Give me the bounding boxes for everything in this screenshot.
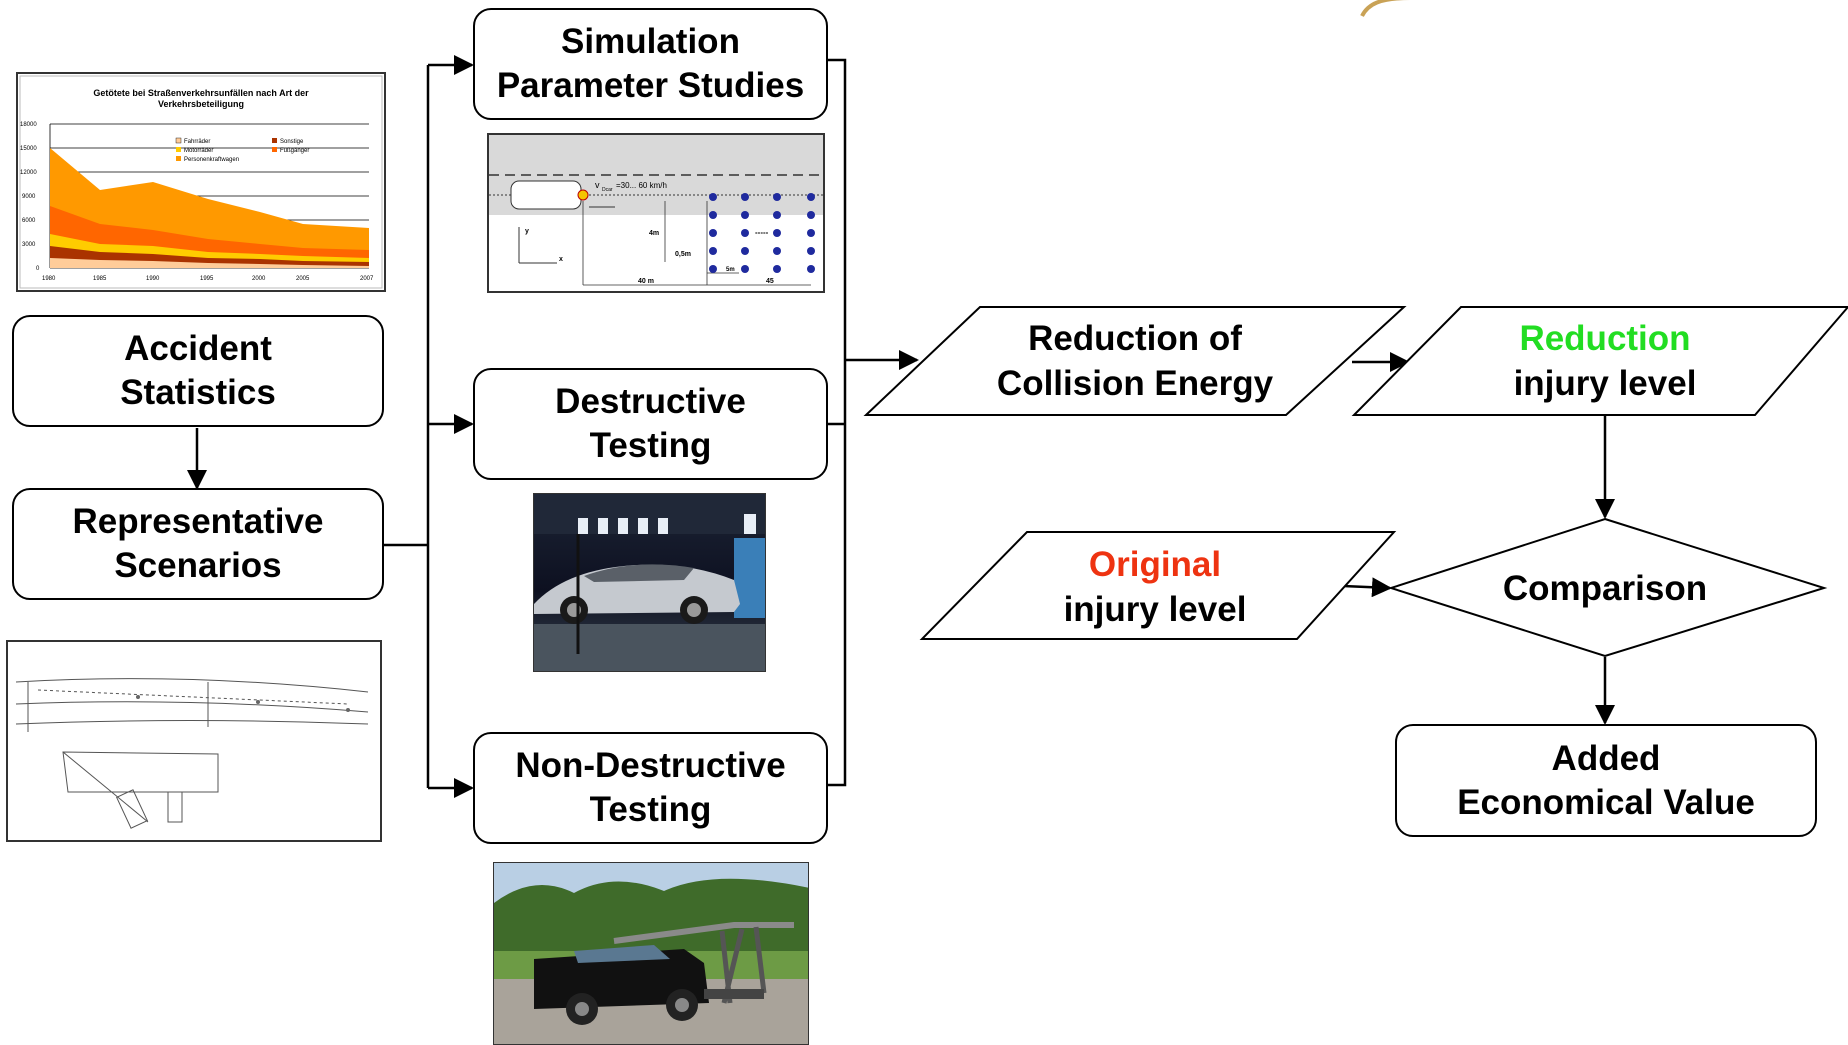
sim-speed: =30... 60 km/h bbox=[616, 181, 667, 190]
arrow-original-to-comparison bbox=[1342, 577, 1392, 598]
svg-text:5m: 5m bbox=[726, 267, 735, 273]
reduction-word: Reduction bbox=[1519, 319, 1691, 358]
svg-text:x: x bbox=[559, 256, 563, 263]
svg-text:y: y bbox=[525, 228, 529, 235]
svg-text:Fußgänger: Fußgänger bbox=[280, 148, 309, 154]
svg-text:1990: 1990 bbox=[146, 276, 160, 282]
svg-text:Personenkraftwagen: Personenkraftwagen bbox=[184, 157, 239, 163]
svg-text:6000: 6000 bbox=[22, 218, 36, 224]
svg-text:45: 45 bbox=[766, 278, 774, 285]
svg-text:-----: ----- bbox=[755, 228, 769, 237]
svg-text:Sonstige: Sonstige bbox=[280, 139, 304, 145]
scenario-sketch-thumbnail bbox=[6, 640, 382, 842]
svg-text:2007: 2007 bbox=[360, 276, 374, 282]
svg-text:40 m: 40 m bbox=[638, 278, 654, 285]
parallelogram-collision bbox=[863, 306, 1407, 416]
accident-chart-thumbnail: Getötete bei Straßenverkehrsunfällen nac… bbox=[16, 72, 386, 292]
reduction-label: Reduction injury level bbox=[1450, 316, 1760, 406]
svg-text:18000: 18000 bbox=[20, 122, 37, 128]
parallelogram-reduction bbox=[1351, 306, 1848, 416]
chart-title-2: Verkehrsbeteiligung bbox=[158, 99, 244, 109]
comparison-label: Comparison bbox=[1502, 569, 1708, 608]
parallelogram-original bbox=[919, 531, 1397, 640]
crash-test-photo bbox=[533, 493, 766, 672]
line-from-simulation bbox=[828, 58, 847, 787]
svg-text:3000: 3000 bbox=[22, 242, 36, 248]
svg-text:9000: 9000 bbox=[22, 194, 36, 200]
vehicle-test-photo bbox=[493, 862, 809, 1045]
svg-text:4m: 4m bbox=[649, 230, 659, 237]
svg-text:0: 0 bbox=[36, 266, 40, 272]
svg-text:1985: 1985 bbox=[93, 276, 107, 282]
svg-text:Fahrräder: Fahrräder bbox=[184, 139, 210, 145]
sim-v-sub: Dcar bbox=[602, 187, 613, 193]
svg-text:2000: 2000 bbox=[252, 276, 266, 282]
svg-text:12000: 12000 bbox=[20, 170, 37, 176]
logo-swoosh-icon bbox=[1360, 0, 1411, 18]
svg-text:2005: 2005 bbox=[296, 276, 310, 282]
sim-v-label: v bbox=[595, 180, 600, 190]
svg-text:15000: 15000 bbox=[20, 146, 37, 152]
diamond-comparison bbox=[1387, 517, 1828, 658]
original-label: Original injury level bbox=[1000, 542, 1310, 632]
svg-text:Motorräder: Motorräder bbox=[184, 148, 213, 154]
svg-text:0,5m: 0,5m bbox=[675, 251, 691, 258]
chart-title-1: Getötete bei Straßenverkehrsunfällen nac… bbox=[93, 88, 309, 98]
simulation-figure: v Dcar =30... 60 km/h 4m 0,5m 40 m 45 5m… bbox=[487, 133, 825, 293]
svg-text:1995: 1995 bbox=[200, 276, 214, 282]
collision-label: Reduction of Collision Energy bbox=[996, 319, 1274, 403]
svg-text:1980: 1980 bbox=[42, 276, 56, 282]
original-word: Original bbox=[1088, 545, 1222, 584]
